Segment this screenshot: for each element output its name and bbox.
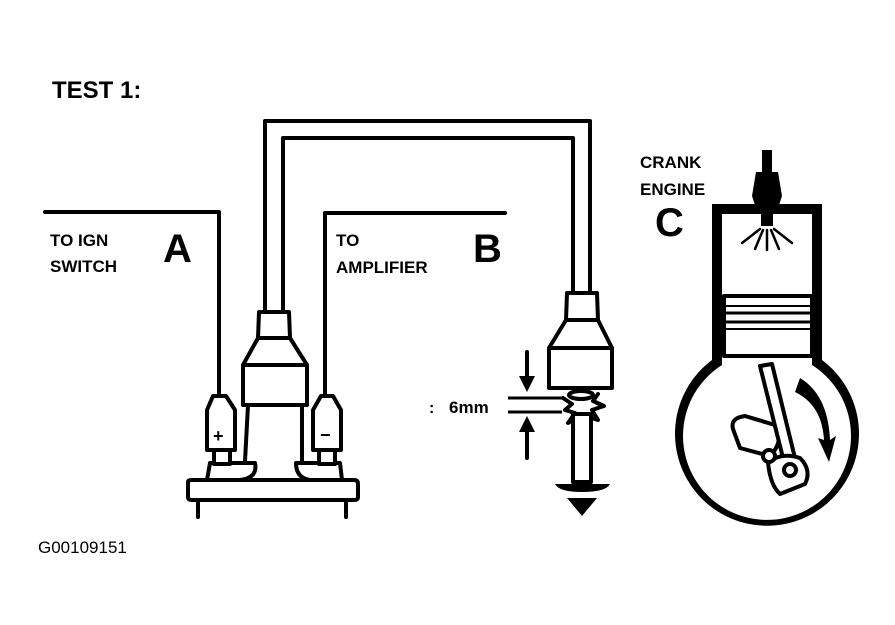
negative-terminal (311, 394, 343, 452)
ht-lead-inner (281, 136, 575, 314)
test-title: TEST 1: (52, 77, 141, 104)
spark-plug (547, 291, 614, 516)
label-a: A (163, 227, 192, 271)
figure-id: G00109151 (38, 538, 127, 557)
positive-terminal (205, 394, 237, 452)
label-to: TO (336, 231, 359, 250)
ht-lead-outer (263, 119, 592, 314)
label-to-ign: TO IGN (50, 231, 108, 250)
combustion-spray-icon (740, 227, 794, 252)
engine-cylinder: CRANK ENGINE C (640, 150, 859, 526)
wire-to-amplifier (323, 211, 507, 397)
gap-marker: : (429, 400, 434, 417)
ground-icon (567, 498, 597, 516)
plus-sign: + (213, 426, 224, 446)
label-b: B (473, 227, 502, 271)
rotation-arrow-icon (795, 378, 836, 462)
gap-dimension: : 6mm (429, 350, 562, 460)
label-crank: CRANK (640, 153, 702, 172)
label-c: C (655, 201, 684, 245)
wire-to-ign-switch (43, 210, 221, 397)
label-switch: SWITCH (50, 257, 117, 276)
label-engine: ENGINE (640, 180, 705, 199)
ignition-coil: + − (186, 310, 360, 519)
minus-sign: − (320, 425, 331, 445)
label-amplifier: AMPLIFIER (336, 258, 428, 277)
gap-label: 6mm (449, 398, 489, 417)
